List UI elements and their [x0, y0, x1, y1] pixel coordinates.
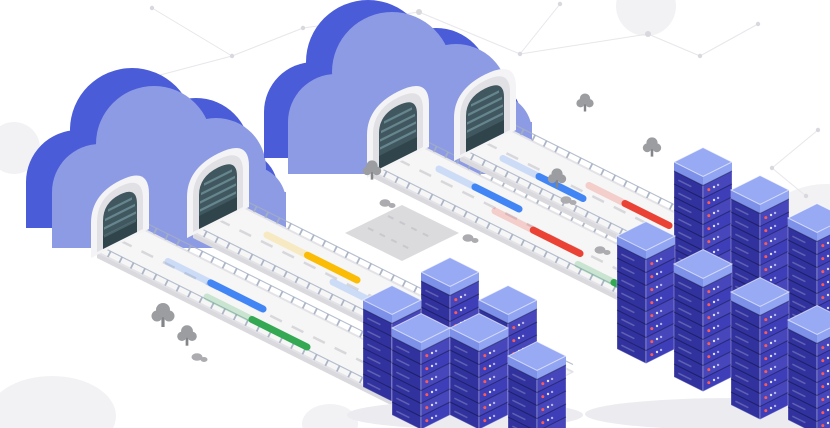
server-tower [729, 276, 791, 421]
tree [177, 325, 197, 346]
tree [642, 137, 662, 157]
tree [547, 168, 567, 188]
server-tower [390, 312, 452, 428]
rocks [462, 234, 479, 243]
trees-and-rocks [151, 93, 662, 362]
server-racks [347, 146, 830, 428]
rocks [379, 199, 396, 208]
server-tower [615, 220, 677, 365]
server-tower [506, 340, 568, 428]
server-tower [786, 304, 830, 428]
tunnel-2 [187, 147, 249, 238]
server-tower [672, 248, 734, 393]
tree [576, 93, 594, 112]
tree [362, 160, 382, 180]
rocks [560, 196, 577, 205]
tunnel-3 [367, 85, 429, 178]
rocks [594, 246, 611, 255]
tunnels [91, 68, 516, 258]
tunnel-4 [454, 68, 516, 161]
tree [151, 303, 175, 327]
junction-patch [345, 205, 459, 261]
tunnel-1 [91, 175, 149, 258]
rocks [191, 353, 208, 362]
server-tower [448, 312, 510, 428]
